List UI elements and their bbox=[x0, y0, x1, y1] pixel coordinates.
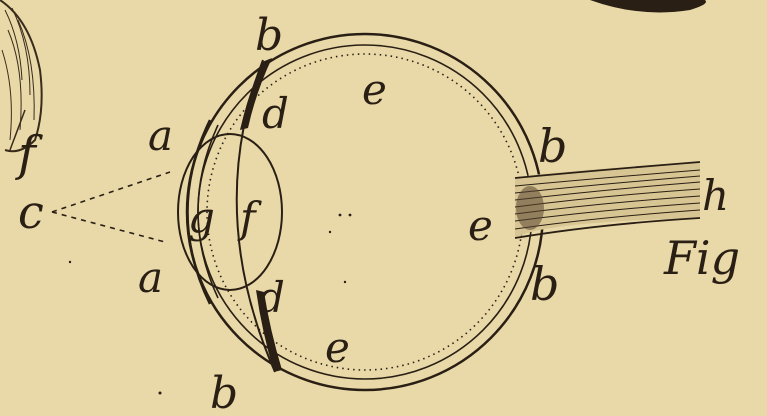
label-b-bottom: b bbox=[210, 368, 238, 416]
label-h: h bbox=[702, 171, 729, 220]
label-c: c bbox=[18, 185, 44, 239]
label-d-lower: d bbox=[258, 273, 285, 322]
label-e-top: e bbox=[362, 65, 387, 114]
label-g: g bbox=[188, 193, 215, 242]
label-e-bottom: e bbox=[325, 323, 350, 372]
label-fig: Fig bbox=[663, 231, 740, 285]
label-b-top: b bbox=[255, 10, 283, 61]
label-b-right-lower: b bbox=[530, 257, 559, 311]
label-e-center: e bbox=[468, 201, 493, 250]
label-a-lower: a bbox=[138, 253, 163, 302]
label-a-upper: a bbox=[148, 111, 173, 160]
label-d-top: d bbox=[262, 89, 289, 138]
label-b-right-upper: b bbox=[538, 119, 567, 173]
